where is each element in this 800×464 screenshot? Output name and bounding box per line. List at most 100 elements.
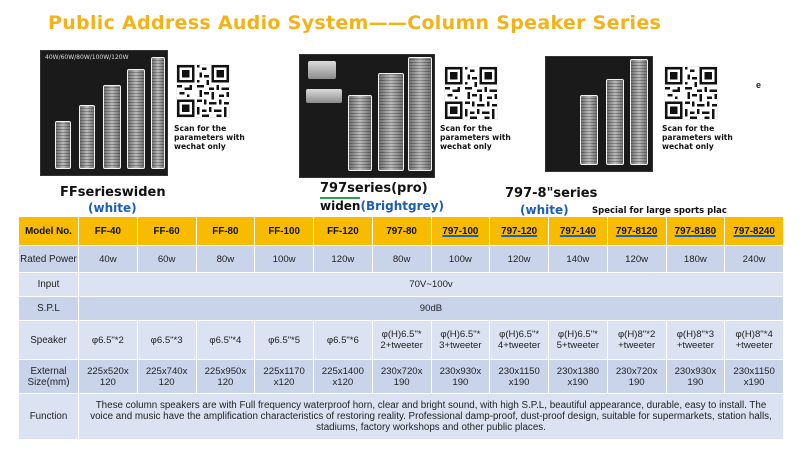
table-cell: 120w [313,245,373,273]
speaker-image [408,57,432,171]
table-cell: 225x740x 120 [136,358,197,395]
spec-table: Model No. FF-40 FF-60 FF-80 FF-100 FF-12… [18,215,784,440]
row-label: Speaker [18,320,79,360]
series-color: (white) [88,201,137,215]
series-widen: widen [320,197,361,213]
table-cell: 70V~100v [78,271,784,298]
model-cell: FF-100 [254,215,314,247]
table-cell: 240w [724,245,784,273]
model-cell: 797-8120 [606,215,667,247]
speaker-image [378,73,404,171]
table-cell: 225x1170 x120 [254,358,314,395]
header-label: Model No. [18,215,79,247]
table-cell: 90dB [78,296,784,322]
table-cell: 230x720x 190 [606,358,667,395]
table-cell: 120w [489,245,549,273]
model-cell: FF-60 [136,215,197,247]
table-cell: 180w [665,245,726,273]
table-cell: 40w [78,245,138,273]
table-cell: 230x1380 x190 [548,358,608,395]
model-cell: 797-8180 [665,215,726,247]
table-cell: 230x930x 190 [665,358,726,395]
table-row: Input 70V~100v [18,271,784,298]
table-row: S.P.L 90dB [18,296,784,322]
speaker-image [127,69,145,169]
table-cell: 120w [606,245,667,273]
table-cell: φ(H)8"*3 +tweeter [665,320,726,360]
model-cell: 797-120 [489,215,549,247]
speaker-image [55,121,71,169]
series-color: (white) [520,203,569,217]
table-cell: 225x1400 x120 [313,358,373,395]
row-label: External Size(mm) [18,358,79,395]
speaker-image [630,59,648,165]
table-cell: φ6.5"*6 [313,320,373,360]
797-series-label: 797series(pro) widen(Brightgrey) [320,181,444,213]
table-cell: φ(H)8"*2 +tweeter [606,320,667,360]
speaker-image [103,85,121,169]
table-cell: φ(H)8"*4 +tweeter [724,320,784,360]
series-color: (Brightgrey) [360,199,444,213]
speaker-image [580,95,598,165]
table-cell: These column speakers are with Full freq… [78,393,784,440]
table-cell: φ6.5"*5 [254,320,314,360]
table-cell: 80w [371,245,432,273]
table-cell: φ(H)6.5"* 5+tweeter [548,320,608,360]
table-cell: 230x930x 190 [430,358,491,395]
series-name: 797-8"series [505,186,598,201]
speaker-image [79,105,95,169]
row-label: Rated Power [18,245,79,273]
speaker-image [348,95,372,171]
mount-bracket-image [308,61,336,79]
special-note: Special for large sports plac [592,206,727,216]
row-label: Function [18,393,79,440]
series-name: FFserieswiden [60,185,166,200]
table-cell: 100w [254,245,314,273]
row-label: S.P.L [18,296,79,322]
table-cell: 230x1150 x190 [489,358,549,395]
table-cell: 80w [195,245,256,273]
speaker-image [151,57,165,169]
model-cell: FF-80 [195,215,256,247]
table-row: External Size(mm) 225x520x 120 225x740x … [18,358,784,395]
qr-code [444,66,498,120]
model-cell: 797-100 [430,215,491,247]
table-cell: 225x950x 120 [195,358,256,395]
ff-series-label: FFserieswiden (white) [60,185,166,215]
model-cell: 797-80 [371,215,432,247]
qr-code [176,64,230,118]
table-cell: φ6.5"*2 [78,320,138,360]
model-cell: FF-40 [78,215,138,247]
797-8-series-photo [545,56,653,172]
table-cell: φ(H)6.5"* 3+tweeter [430,320,491,360]
model-cell: 797-140 [548,215,608,247]
table-cell: 225x520x 120 [78,358,138,395]
speaker-image [606,79,624,165]
model-cell: FF-120 [313,215,373,247]
mount-bracket-image [306,89,342,103]
header-row: Model No. FF-40 FF-60 FF-80 FF-100 FF-12… [18,215,784,247]
scan-note: Scan for the parameters with wechat only [174,124,245,151]
model-cell: 797-8240 [724,215,784,247]
watts-tag: 40W/60W/80W/100W/120W [45,54,129,61]
stray-mark: e [756,80,762,90]
797-series-photo [299,54,435,178]
table-cell: 140w [548,245,608,273]
table-cell: 230x720x 190 [371,358,432,395]
page-title: Public Address Audio System——Column Spea… [48,12,662,34]
table-cell: 60w [136,245,197,273]
row-label: Input [18,271,79,298]
table-row: Speaker φ6.5"*2 φ6.5"*3 φ6.5"*4 φ6.5"*5 … [18,320,784,360]
ff-series-photo: 40W/60W/80W/100W/120W [40,50,168,176]
qr-code [664,66,718,120]
table-row: Function These column speakers are with … [18,393,784,440]
table-cell: 230x1150 x190 [724,358,784,395]
table-cell: φ6.5"*4 [195,320,256,360]
table-cell: φ(H)6.5"* 4+tweeter [489,320,549,360]
797-8-series-label: 797-8"series (white) [505,186,597,217]
scan-note: Scan for the parameters with wechat only [440,124,511,151]
scan-note: Scan for the parameters with wechat only [662,124,733,151]
table-cell: φ6.5"*3 [136,320,197,360]
table-cell: 100w [430,245,491,273]
table-row: Rated Power 40w 60w 80w 100w 120w 80w 10… [18,245,784,273]
